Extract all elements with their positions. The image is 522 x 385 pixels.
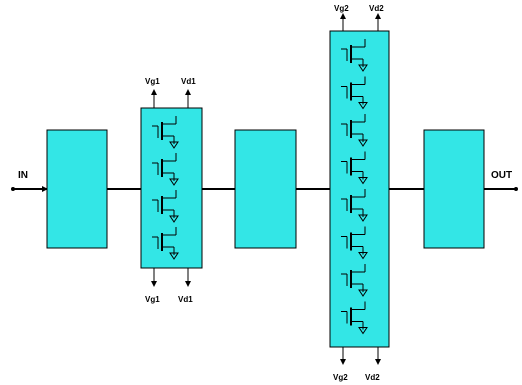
transistor-icon — [341, 189, 368, 222]
stage1-bottom-gate-label: Vg1 — [145, 295, 160, 304]
stage2-top-drain-label: Vd2 — [369, 4, 384, 13]
stage2-transistor-array — [341, 39, 368, 335]
input-matching-network — [46, 129, 108, 249]
transistor-icon — [152, 190, 179, 223]
stage1-top-gate-label: Vg1 — [145, 77, 160, 86]
transistor-icon — [152, 153, 179, 186]
transistor-icon — [341, 39, 368, 72]
transistor-icon — [341, 301, 368, 335]
output-label: OUT — [491, 170, 512, 181]
stage2-amplifier — [329, 30, 390, 348]
stage2-bottom-gate-label: Vg2 — [333, 373, 348, 382]
stage1-top-drain-label: Vd1 — [181, 77, 196, 86]
transistor-icon — [152, 227, 179, 260]
stage1-bottom-drain-label: Vd1 — [178, 295, 193, 304]
stage2-bottom-drain-label: Vd2 — [365, 373, 380, 382]
stage1-bias-lines — [151, 89, 191, 287]
transistor-icon — [341, 226, 368, 260]
output-matching-network — [423, 129, 485, 249]
transistor-icon — [341, 264, 368, 297]
stage1-amplifier — [140, 107, 203, 269]
stage2-top-gate-label: Vg2 — [334, 4, 349, 13]
transistor-icon — [341, 151, 368, 185]
transistor-icon — [341, 76, 368, 110]
input-label: IN — [18, 170, 28, 181]
transistor-icon — [152, 116, 179, 149]
signal-path — [11, 186, 518, 192]
interstage-matching-network — [234, 129, 297, 249]
stage1-transistor-array — [152, 116, 179, 260]
transistor-icon — [341, 114, 368, 147]
stage2-bias-lines — [340, 13, 381, 365]
